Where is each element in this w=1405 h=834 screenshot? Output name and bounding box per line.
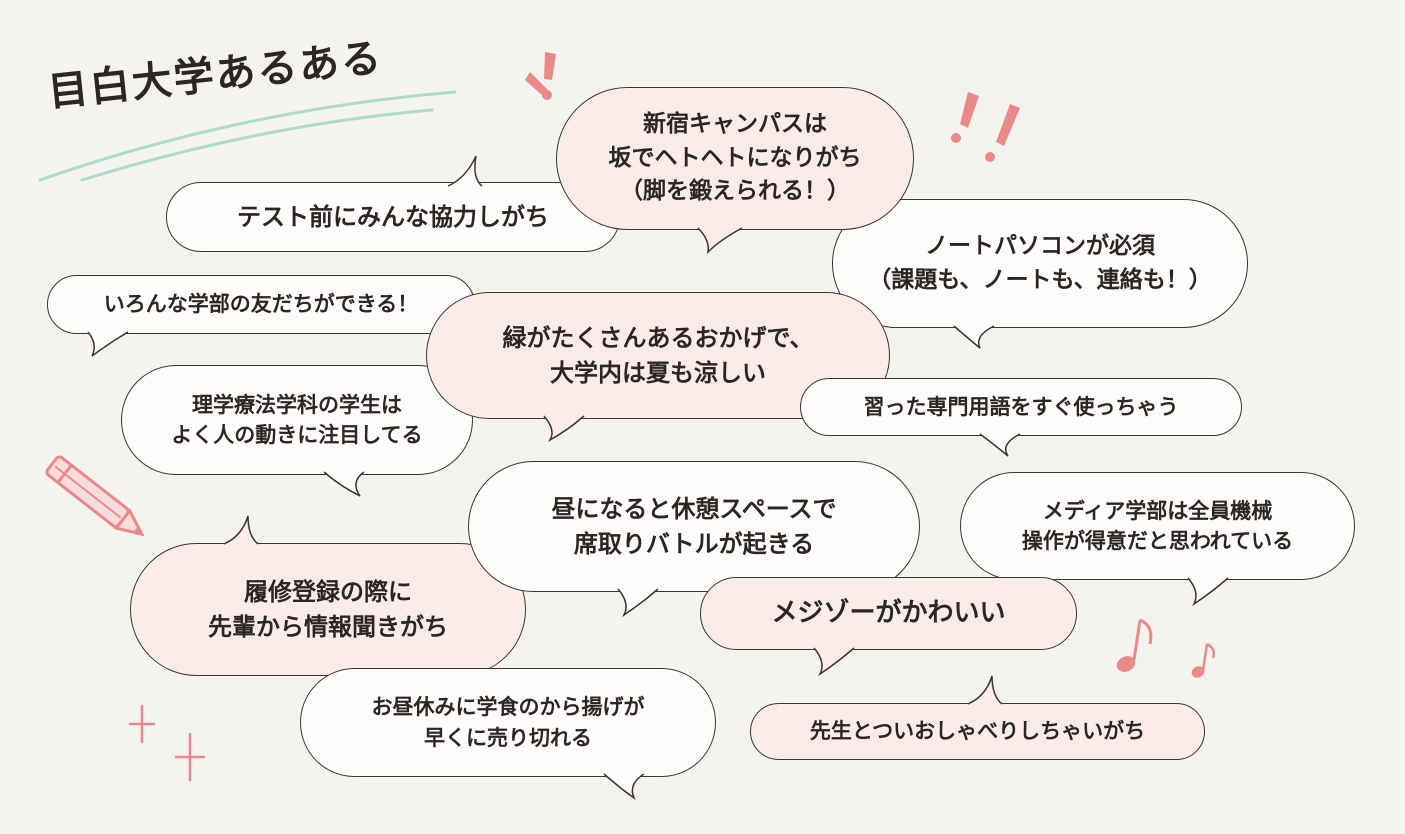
bubble-text: 理学療法学科の学生は よく人の動きに注目してる [171,392,423,447]
bubble-tail [617,588,659,618]
bubble-green: 緑がたくさんあるおかげで、 大学内は夏も涼しい [426,292,890,419]
pencil-icon [45,455,145,537]
bubble-tail [323,471,365,497]
bubble-text: いろんな学部の友だちができる！ [103,292,419,317]
sparkle-icon [128,704,206,782]
bubble-text: メディア学部は全員機械 操作が得意だと思われている [1021,498,1294,553]
bubble-text: 緑がたくさんあるおかげで、 大学内は夏も涼しい [502,323,814,387]
bubble-tail [813,647,855,677]
bubble-tail [953,325,995,349]
bubble-tail [979,433,1021,457]
bubble-tail [603,773,645,801]
bubble-text: メジゾーがかわいい [771,597,1006,628]
bubble-tail [223,515,259,545]
music-note-icon [1116,618,1215,678]
bubble-text: 昼になると休憩スペースで 席取りバトルが起きる [551,494,837,558]
bubble-register: 履修登録の際に 先輩から情報聞きがち [130,543,526,676]
bubble-friends: いろんな学部の友だちができる！ [47,275,475,334]
bubble-mejizo: メジゾーがかわいい [700,577,1077,650]
bubble-text: テスト前にみんな協力しがち [237,202,549,231]
bubble-shinjuku: 新宿キャンパスは 坂でヘトヘトになりがち （脚を鍛えられる！） [556,87,914,230]
bubble-tail [87,331,129,357]
bubble-physio: 理学療法学科の学生は よく人の動きに注目してる [121,365,473,475]
bubble-tail [697,227,743,255]
bubble-tail [967,675,1003,705]
bubble-notepc: ノートパソコンが必須 （課題も、ノートも、連絡も！） [832,199,1248,328]
bubble-teacher: 先生とついおしゃべりしちゃいがち [750,703,1205,760]
bubble-tail [543,415,585,443]
bubble-text: 先生とついおしゃべりしちゃいがち [809,719,1146,744]
bubble-tail [1187,577,1229,607]
bubble-terms: 習った専門用語をすぐ使っちゃう [800,378,1242,436]
bubble-test: テスト前にみんな協力しがち [166,182,620,252]
bubble-text: 新宿キャンパスは 坂でヘトヘトになりがち （脚を鍛えられる！） [608,111,862,205]
bubble-karaage: お昼休みに学食のから揚げが 早くに売り切れる [300,668,716,777]
bubble-text: ノートパソコンが必須 （課題も、ノートも、連絡も！） [868,233,1212,293]
bubble-lunch: 昼になると休憩スペースで 席取りバトルが起きる [468,461,920,592]
bubble-text: 履修登録の際に 先輩から情報聞きがち [208,577,448,641]
bubble-text: お昼休みに学食のから揚げが 早くに売り切れる [371,695,645,750]
bubble-tail [447,155,483,187]
bubble-text: 習った専門用語をすぐ使っちゃう [863,394,1179,419]
bubble-media: メディア学部は全員機械 操作が得意だと思われている [960,472,1355,580]
